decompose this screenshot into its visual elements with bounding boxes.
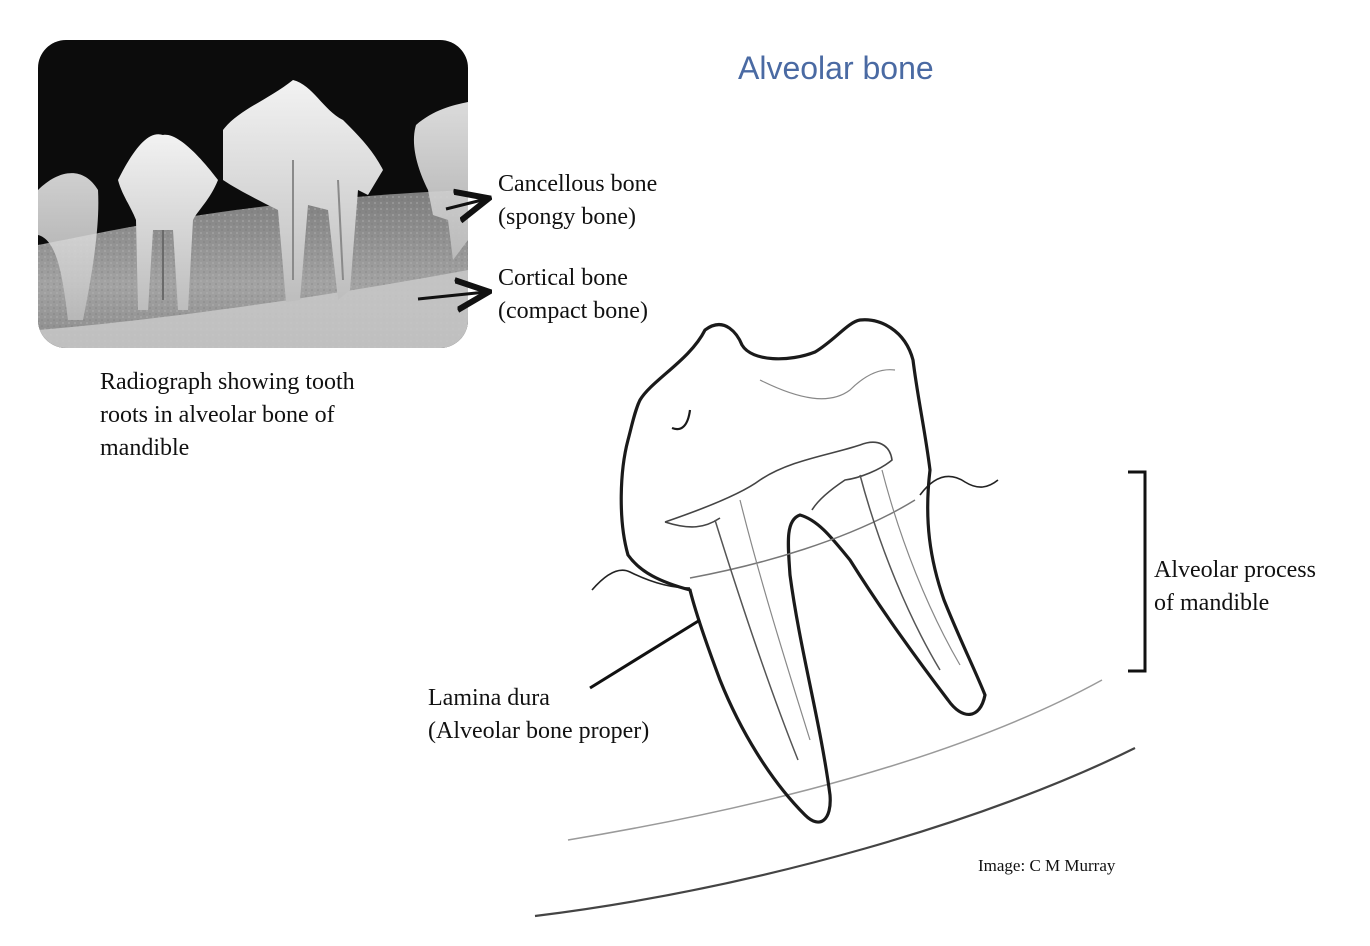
- pulp-chamber: [664, 441, 893, 528]
- cortical-arrow: [417, 292, 486, 299]
- alveolar-crest-right: [919, 475, 999, 496]
- lamina-dura-label: Lamina dura (Alveolar bone proper): [428, 685, 650, 744]
- page-title: Alveolar bone: [738, 50, 934, 86]
- cementoenamel-line: [689, 499, 916, 579]
- cortical-bone-label: Cortical bone (compact bone): [498, 265, 648, 324]
- lamina-dura-pointer: [589, 618, 701, 690]
- root-canal-mesial-2: [739, 499, 811, 741]
- cancellous-arrow: [445, 199, 486, 209]
- radiograph-caption: Radiograph showing tooth roots in alveol…: [100, 369, 355, 461]
- alveolar-process-label: Alveolar process of mandible: [1154, 557, 1316, 616]
- mandible-outline-upper: [567, 679, 1103, 841]
- tooth-outline: [619, 318, 987, 824]
- image-credit: Image: C M Murray: [978, 856, 1116, 875]
- cancellous-bone-label: Cancellous bone (spongy bone): [498, 171, 658, 230]
- mandible-outline-lower: [534, 747, 1136, 918]
- root-canal-distal-2: [881, 469, 961, 666]
- root-canal-mesial: [714, 519, 799, 761]
- root-canal-distal: [859, 474, 941, 671]
- alveolar-process-bracket: [1128, 470, 1147, 673]
- radiograph-image: [38, 40, 468, 348]
- alveolar-crest-left: [591, 569, 691, 591]
